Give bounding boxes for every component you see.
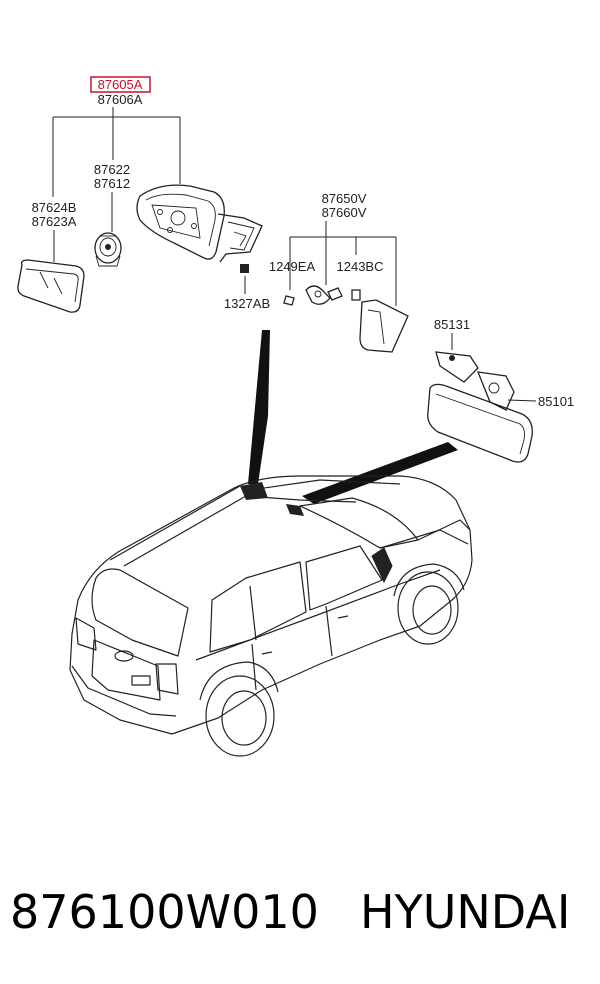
label-87622[interactable]: 87622 xyxy=(94,162,130,177)
label-1327AB[interactable]: 1327AB xyxy=(224,296,270,311)
highlight-box xyxy=(90,76,151,93)
cover-hardware xyxy=(283,285,361,306)
mirror-leader xyxy=(507,399,537,402)
pointer-arrow-outside-mirror xyxy=(248,330,270,484)
label-1243BC[interactable]: 1243BC xyxy=(337,259,384,274)
label-85131[interactable]: 85131 xyxy=(434,317,470,332)
label-87624B[interactable]: 87624B xyxy=(32,200,77,215)
mirror-glass xyxy=(17,259,85,313)
footer-part-number: 876100W010 xyxy=(10,885,319,939)
label-1249EA[interactable]: 1249EA xyxy=(269,259,316,274)
label-87650V[interactable]: 87650V xyxy=(322,191,367,206)
label-87623A[interactable]: 87623A xyxy=(32,214,77,229)
inside-rear-mirror xyxy=(427,371,533,463)
label-87605A[interactable]: 87605A xyxy=(98,77,143,92)
main-leader-bracket xyxy=(52,107,181,197)
mirror-actuator xyxy=(94,232,122,267)
label-85101[interactable]: 85101 xyxy=(538,394,574,409)
pointer-arrow-inside-mirror xyxy=(302,442,458,504)
vehicle-illustration xyxy=(69,475,473,757)
outside-mirror-housing xyxy=(136,184,263,263)
label-87612[interactable]: 87612 xyxy=(94,176,130,191)
triangle-cover xyxy=(359,299,409,353)
cover-leader-bracket xyxy=(289,221,397,306)
nut-1327AB xyxy=(240,264,249,294)
mirror-bracket xyxy=(435,351,479,383)
footer-brand: HYUNDAI xyxy=(360,885,571,939)
label-87660V[interactable]: 87660V xyxy=(322,205,367,220)
label-87606A[interactable]: 87606A xyxy=(98,92,143,107)
